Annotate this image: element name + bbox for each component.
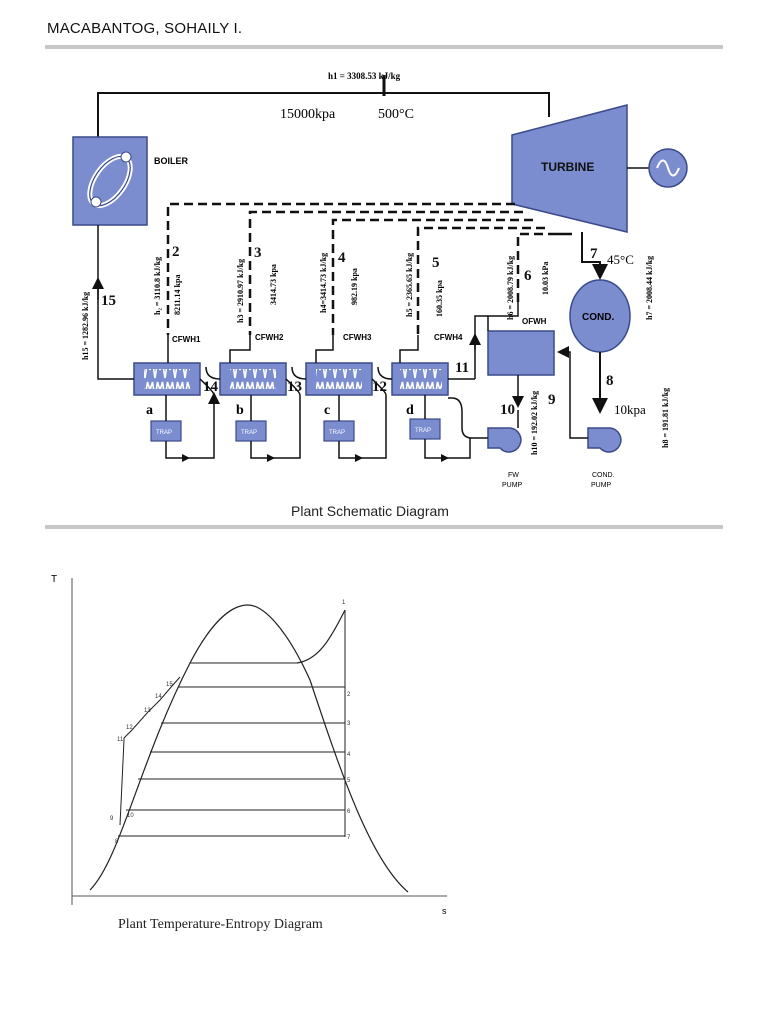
state-4: 4 xyxy=(338,250,346,266)
drain-arrows xyxy=(182,454,449,462)
condenser-label: COND. xyxy=(582,312,614,323)
ts-point-15: 15 xyxy=(166,682,173,688)
state-6: 6 xyxy=(524,268,532,284)
fw-pump-label-1: FW xyxy=(508,472,519,479)
state-15: 15 xyxy=(101,293,116,309)
generator-icon xyxy=(656,159,680,177)
ts-point-labels: 1 2 3 4 5 6 7 8 9 10 11 12 13 14 15 xyxy=(110,600,351,845)
turbine-label: TURBINE xyxy=(541,160,594,174)
state-2: 2 xyxy=(172,244,180,260)
state-8: 8 xyxy=(606,373,614,389)
ts-point-5: 5 xyxy=(347,778,351,784)
trap-letter-d: d xyxy=(406,403,414,418)
p6-label: 10.03 kPa xyxy=(541,262,550,295)
h8-label: h8 = 191.81 kJ/kg xyxy=(661,388,670,448)
cond-pressure: 10kpa xyxy=(614,402,646,417)
ts-point-12: 12 xyxy=(126,725,133,731)
trap-a-label: TRAP xyxy=(156,430,172,436)
ts-point-9: 9 xyxy=(110,816,114,822)
extraction-labels: h₂ = 3110.8 kJ/kg 8211.14 kpa h3 = 2910.… xyxy=(153,253,550,323)
cfwh4-label: CFWH4 xyxy=(434,333,463,342)
top-divider xyxy=(45,45,723,49)
h10-label: h10 = 192.02 kJ/kg xyxy=(530,391,539,455)
t-axis-label: T xyxy=(51,574,57,585)
steam-line xyxy=(97,92,550,137)
feedwater-lines xyxy=(92,225,488,396)
ts-point-7: 7 xyxy=(347,835,351,841)
ts-point-4: 4 xyxy=(347,752,351,758)
h2-label: h₂ = 3110.8 kJ/kg xyxy=(153,257,162,315)
schematic-caption: Plant Schematic Diagram xyxy=(291,503,449,519)
h4-label: h4=3414.73 kJ/kg xyxy=(319,253,328,313)
saturation-dome xyxy=(89,604,409,893)
cfwh3-label: CFWH3 xyxy=(343,333,372,342)
boiler xyxy=(72,136,148,226)
state-7: 7 xyxy=(590,246,598,262)
boiler-pressure: 15000kpa xyxy=(280,107,336,122)
h5-label: h5 = 2365.65 kJ/kg xyxy=(405,253,414,317)
state-3: 3 xyxy=(254,245,262,261)
s-axis-label: s xyxy=(442,906,447,916)
state-9: 9 xyxy=(548,392,556,408)
h6-label: h6 = 2008.79 kJ/kg xyxy=(506,256,515,320)
trap-letters: a b c d xyxy=(146,403,414,418)
ts-point-3: 3 xyxy=(347,721,351,727)
middle-divider xyxy=(45,525,723,529)
cond-pump-label-1: COND. xyxy=(592,472,615,479)
ts-caption: Plant Temperature-Entropy Diagram xyxy=(118,917,323,932)
boiler-temp: 500°C xyxy=(378,107,414,122)
trap-b-label: TRAP xyxy=(241,430,257,436)
ofwh-label: OFWH xyxy=(522,317,547,326)
h15-label: h15 = 1282.96 kJ/kg xyxy=(81,292,90,360)
turbine xyxy=(511,104,628,233)
p4-label: 982.19 kpa xyxy=(350,268,359,305)
superheat-line xyxy=(296,609,346,664)
ofwh xyxy=(487,330,555,376)
h1-label: h1 = 3308.53 kJ/kg xyxy=(328,71,401,81)
p3-label: 3414.73 kpa xyxy=(269,264,278,305)
ts-point-11: 11 xyxy=(117,737,124,743)
cond-pump xyxy=(587,427,622,453)
turbine-to-condenser xyxy=(581,232,608,280)
cfwh2-label: CFWH2 xyxy=(255,333,284,342)
fw-pump xyxy=(487,427,522,453)
h7-label: h7 = 2008.44 kJ/kg xyxy=(645,256,654,320)
ts-point-13: 13 xyxy=(144,708,151,714)
isobars xyxy=(118,662,345,837)
fw-pump-label-2: PUMP xyxy=(502,482,523,489)
p2-label: 8211.14 kpa xyxy=(173,275,182,315)
ts-point-14: 14 xyxy=(155,694,162,700)
cond-pump-label-2: PUMP xyxy=(591,482,612,489)
cfwh-units: CFWH1 CFWH2 CFWH3 CFWH4 xyxy=(133,333,463,396)
author-name: MACABANTOG, SOHAILY I. xyxy=(47,20,243,37)
trap-letter-b: b xyxy=(236,403,244,418)
p5-label: 160.35 kpa xyxy=(435,280,444,317)
ts-point-10: 10 xyxy=(127,813,134,819)
ts-diagram: T s 1 2 3 4 5 6 7 8 9 10 11 12 xyxy=(51,574,447,916)
state-10: 10 xyxy=(500,402,515,418)
cond-temp: 45°C xyxy=(607,252,634,267)
ts-point-8: 8 xyxy=(115,839,119,845)
ts-point-1: 1 xyxy=(342,600,346,606)
ts-point-2: 2 xyxy=(347,692,351,698)
state-5: 5 xyxy=(432,255,440,271)
trap-c-label: TRAP xyxy=(329,430,345,436)
boiler-label: BOILER xyxy=(154,156,189,166)
ts-point-6: 6 xyxy=(347,809,351,815)
trap-letter-a: a xyxy=(146,403,153,418)
state-11: 11 xyxy=(455,360,469,376)
h3-label: h3 = 2910.97 kJ/kg xyxy=(236,259,245,323)
trap-letter-c: c xyxy=(324,403,330,418)
traps: TRAP TRAP TRAP TRAP xyxy=(150,418,441,442)
cfwh1-label: CFWH1 xyxy=(172,335,201,344)
trap-d-label: TRAP xyxy=(415,428,431,434)
extraction-lines xyxy=(166,202,557,335)
state-14: 14 xyxy=(203,379,219,395)
